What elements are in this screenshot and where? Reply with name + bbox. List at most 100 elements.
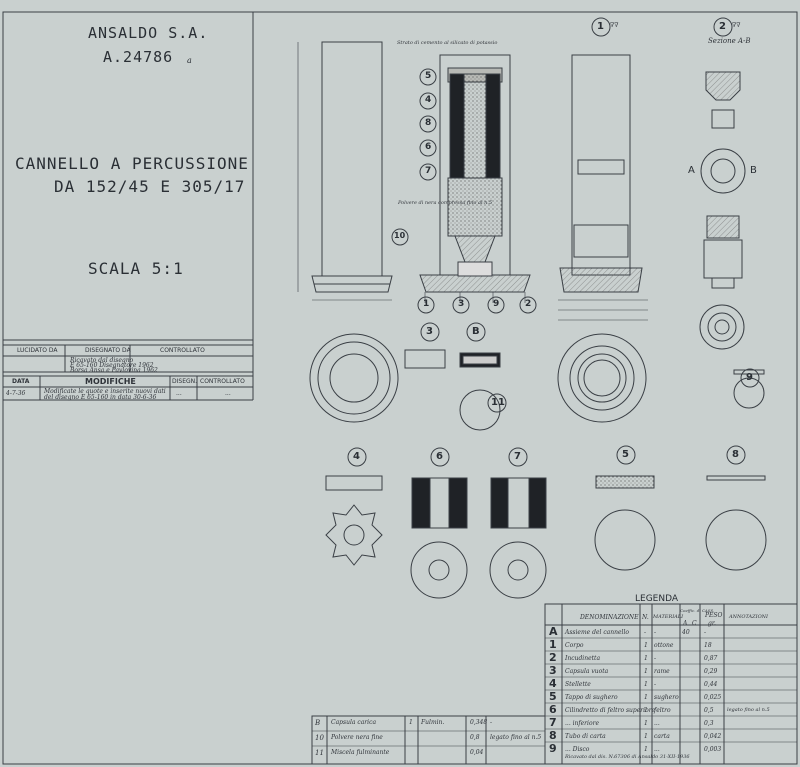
legend-header-peso: PESO [705,612,723,619]
legend-header-mat: MATERIALI [653,614,684,620]
section-2-finish: ∇∇ [732,22,741,29]
extra-row-mark: 11 [315,749,324,757]
reference-note: Ricavato dal dis. N.67306 di Ansaldo 31-… [565,754,690,760]
legend-row-mat: - [654,655,657,662]
section-2-label: 2 [719,21,726,32]
body-plan-view [309,333,399,423]
modifica-controllato: ... [225,390,231,397]
legend-row-qty: 1 [644,681,648,688]
callout-7: 7 [425,166,432,176]
view-11-label: 11 [491,397,505,408]
extra-row-mark: B [315,719,321,727]
callout-4: 4 [425,95,432,105]
view-8-label: 8 [732,449,739,460]
legend-row-mat: - [654,681,657,688]
legend-header-qty: N. [642,614,649,621]
extra-row-note: legato fino al n.5 [490,734,542,741]
legend-row-note: legato fino al n.5 [727,707,770,713]
legend-row-qty: 1 [644,642,648,649]
section-1-body [571,54,631,276]
legend-row-qty: 1 [644,668,648,675]
disegnato-ref: E 65-160 Disegnatore 1962 [70,362,154,369]
legend-row-peso: 0,29 [704,668,718,675]
legend-row-name: Tubo di carta [565,733,606,740]
disegnato-header: DISEGNATO DA [85,347,131,354]
legend-row-mat: sughero [654,694,679,701]
view-5-label: 5 [622,449,629,460]
view-b-label: B [472,326,480,337]
legend-sub-gr: gr. [708,620,716,627]
extra-row-name: Capsula carica [331,719,377,726]
legend-row-mat: rame [654,668,670,675]
legend-row-mark: 1 [549,638,557,651]
view-6-label: 6 [436,451,443,462]
section-b-label: B [750,165,757,176]
modifica-date: 4-7-36 [6,390,26,397]
legend-row-qty: 1 [644,694,648,701]
callout-2: 2 [525,299,532,309]
legend-row-name: Assieme del cannello [565,629,629,636]
controllato-header-2: CONTROLLATO [200,378,245,385]
legend-header-note: ANNOTAZIONI [729,614,769,620]
legend-row-mark: 2 [549,651,557,664]
legend-row-peso: 0,042 [704,733,722,740]
legend-sub-c: C [692,620,697,627]
view-3-label: 3 [426,326,433,337]
legend-title: LEGENDA [635,594,679,604]
legend-row-qty: 1 [644,720,648,727]
legend-row-name: Tappo di sughero [565,694,618,701]
disegnato-date: Borsa Ansa e Pavlovina 1962 [70,367,158,374]
extra-row-mat: Fulmin. [421,719,445,726]
callout-8: 8 [425,118,432,128]
legend-row-qty: 1 [644,707,648,714]
extra-row-mark: 10 [315,734,324,742]
controllato-header: CONTROLLATO [160,347,205,354]
legend-row-mat: ottone [654,642,674,649]
section-ab-label: Sezione A-B [708,37,751,45]
legend-row-mat: ... [654,746,660,753]
section-1-label: 1 [597,21,604,32]
legend-row-peso: 0,5 [704,707,714,714]
legend-row-mat: ... [654,720,660,727]
extra-row-qty: 1 [409,719,413,726]
view-7-label: 7 [514,451,521,462]
extra-row-peso: 0,04 [470,749,484,756]
legend-row-peso: 18 [704,642,712,649]
legend-header-name: DENOMINAZIONE [580,614,639,621]
legend-row-name: Capsula vuota [565,668,609,675]
legend-row-name: ... Disco [565,746,590,753]
data-header: DATA [12,378,30,385]
top-note: Strato di cemento al silicato di potassi… [397,40,498,46]
extra-row-peso: 0,348 [470,719,488,726]
legend-row-coef: 40 [682,629,690,636]
legend-row-mat: - [654,629,657,636]
view-4-label: 4 [353,451,360,462]
legend-row-name: Incudinetta [565,655,601,662]
legend-row-name: Stellette [565,681,591,688]
extra-row-name: Miscela fulminante [331,749,390,756]
legend-sub-a: A [683,620,688,627]
legend-row-mat: feltro [654,707,671,714]
title-line-2: DA 152/45 E 305/17 [54,177,246,196]
modifica-text: Modificate le quote e inserite nuovi dat… [44,388,166,395]
legend-row-name: ... inferiore [565,720,600,727]
callout-9: 9 [493,299,500,309]
legend-row-mark: 3 [549,664,557,677]
legend-row-qty: 1 [644,746,648,753]
legend-row-mark: 7 [549,716,557,729]
modifica-disegn: ... [176,390,182,397]
legend-row-peso: - [704,629,707,636]
extra-row-name: Polvere nera fine [331,734,383,741]
extra-row-peso: 0,8 [470,734,480,741]
view-9-label: 9 [746,372,753,383]
legend-row-qty: - [644,629,647,636]
body-elevation [321,41,383,277]
legend-row-peso: 0,3 [704,720,714,727]
legend-row-mark: A [549,625,558,638]
legend-header-coef: Coeffic. di CASS. [680,608,715,613]
drawing-number: A.24786 [103,48,174,66]
legend-row-mat: carta [654,733,670,740]
legend-row-name: Cilindretto di feltro superiore [565,707,656,714]
